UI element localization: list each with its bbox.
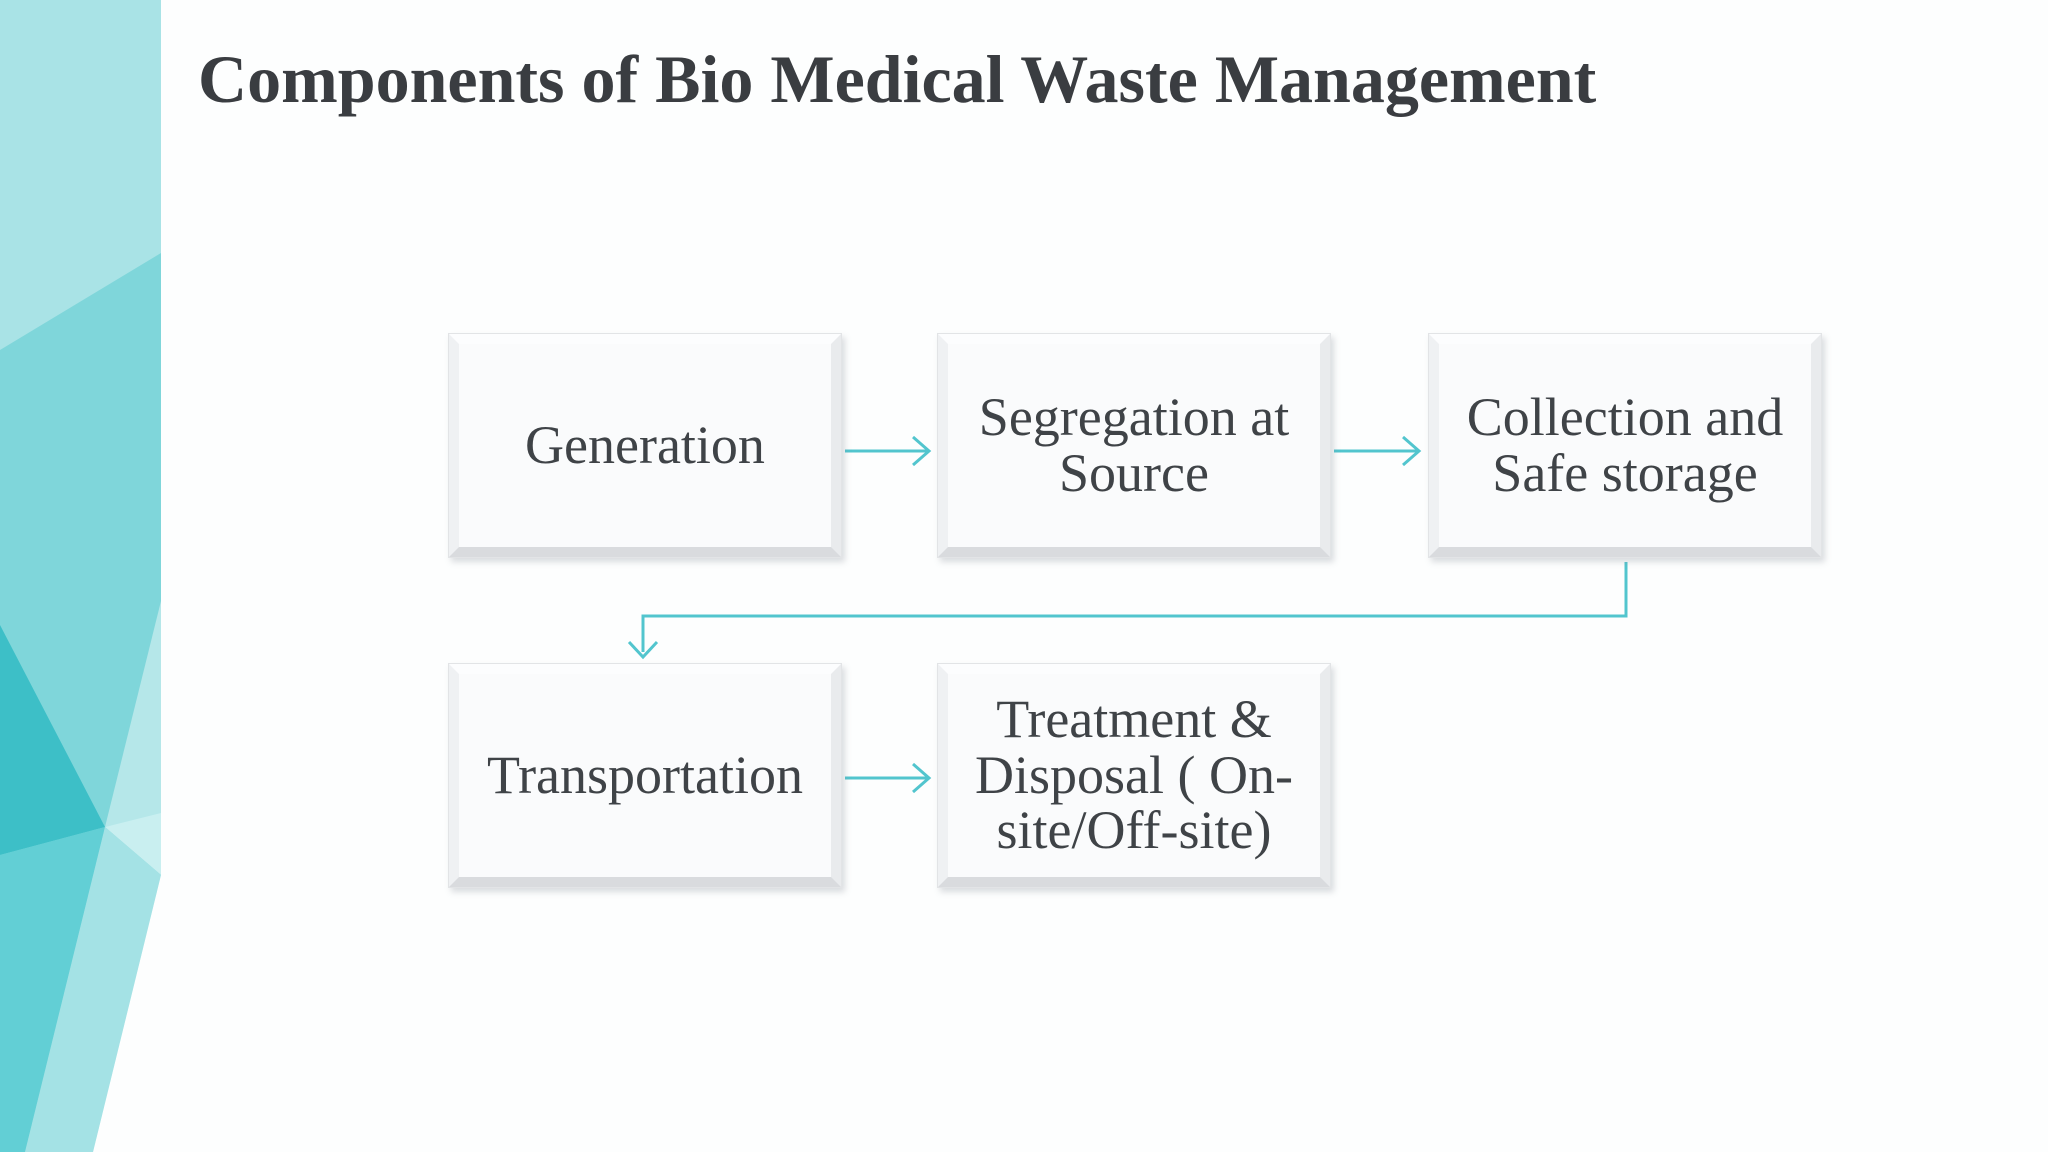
flow-node-generation: Generation xyxy=(448,333,842,558)
flow-node-treatment-disposal: Treatment & Disposal ( On- site/Off-site… xyxy=(937,663,1331,888)
flow-node-collection-and-safe-storage: Collection and Safe storage xyxy=(1428,333,1822,558)
node-label: Transportation xyxy=(486,744,803,805)
node-label: Segregation at Source xyxy=(978,386,1290,503)
node-bevel xyxy=(938,334,1330,557)
connector-transportation-treatment-arrowhead xyxy=(912,762,932,794)
slide-title: Components of Bio Medical Waste Manageme… xyxy=(198,41,1597,117)
connector-segregation-collection-arrowhead xyxy=(1402,435,1422,467)
connector-collection-transportation-line xyxy=(641,562,1628,652)
node-bevel xyxy=(1429,334,1821,557)
node-bevel xyxy=(449,334,841,557)
node-label: Treatment & Disposal ( On- site/Off-site… xyxy=(975,689,1293,861)
flow-node-transportation: Transportation xyxy=(448,663,842,888)
node-label: Generation xyxy=(525,414,765,475)
node-label: Collection and Safe storage xyxy=(1466,386,1784,503)
connector-generation-segregation-arrowhead xyxy=(912,435,932,467)
decorative-sidebar xyxy=(0,0,161,1152)
node-bevel xyxy=(449,664,841,887)
node-bevel xyxy=(938,664,1330,887)
flow-node-segregation-at-source: Segregation at Source xyxy=(937,333,1331,558)
connector-collection-transportation-arrowhead xyxy=(627,640,659,660)
